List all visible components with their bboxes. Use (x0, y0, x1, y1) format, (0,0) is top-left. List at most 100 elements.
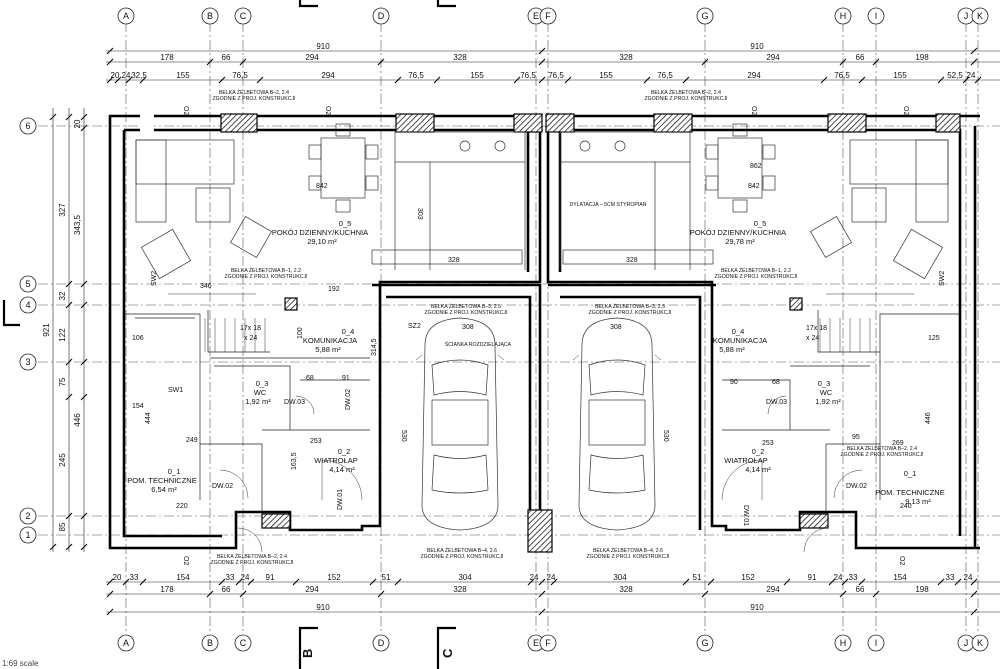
dim-308-left: 308 (462, 324, 474, 331)
dim-bot-1-13: 51 (693, 573, 702, 582)
dim-bot-total-right: 910 (750, 603, 764, 612)
room-area-comm-left: 5,88 m² (315, 345, 341, 354)
dim-bot-2-4: 328 (453, 585, 467, 594)
beam-note-mid-right-1: BELKA ŻELBETOWA B–1, 2.2 (721, 267, 791, 274)
vent-sz2: SZ2 (408, 323, 421, 330)
dim-446-right: 446 (925, 412, 932, 424)
dim-top-2-6: 294 (766, 53, 780, 62)
axis-label-a: A (123, 11, 129, 21)
left-living-furniture (135, 123, 526, 295)
dim-308-right: 308 (610, 324, 622, 331)
dim-842-right: 842 (748, 183, 760, 190)
beam-note-mid-right-2: ZGODNIE Z PROJ. KONSTRUKCJI (714, 274, 797, 280)
dim-bot-1-3: 154 (176, 573, 190, 582)
door-dw03-right: DW.03 (766, 399, 787, 406)
dim-bot-2-7: 66 (856, 585, 865, 594)
dim-106: 106 (132, 335, 144, 342)
dim-top-2-3: 294 (305, 53, 319, 62)
room-name-living-right: POKÓJ DZIENNY/KUCHNIA (690, 228, 786, 237)
dim-top-3-13: 294 (747, 71, 761, 80)
dim-top-total-left: 910 (316, 42, 330, 51)
axis-label-a-bottom: A (123, 638, 129, 648)
beam-note-tech-left-1: BELKA ŻELBETOWA B–2, 2.4 (217, 553, 287, 560)
vent-sw2-left: SW2 (151, 271, 158, 286)
dim-bot-1-6: 91 (266, 573, 275, 582)
top-dimensions: 910 910 178 66 294 328 328 294 66 198 20… (106, 42, 1000, 84)
dim-bot-1-8: 51 (382, 573, 391, 582)
dim-bot-total-left: 910 (316, 603, 330, 612)
structural-notes: BELKA ŻELBETOWA B–2, 2.4 ZGODNIE Z PROJ.… (210, 89, 923, 566)
dim-left-mid-3: 32 (58, 291, 67, 300)
axis-label-2: 2 (25, 511, 30, 521)
dim-bot-1-11: 24 (547, 573, 556, 582)
beam-note-garage-right-2: ZGODNIE Z PROJ. KONSTRUKCJI (588, 310, 671, 316)
axis-label-1: 1 (25, 530, 30, 540)
beam-note-tech-right-1: BELKA ŻELBETOWA B–2, 2.4 (847, 445, 917, 452)
bottom-axis-bubbles: A B C D E F G H I J K (117, 634, 989, 652)
dim-left-mid-1: 327 (58, 203, 67, 217)
dim-bot-1-9: 304 (458, 573, 472, 582)
dim-253-left: 253 (310, 438, 322, 445)
axis-label-4: 4 (25, 300, 30, 310)
left-stairs (204, 318, 266, 352)
axis-label-i: I (875, 11, 878, 21)
dim-100-left: 100 (297, 327, 304, 339)
dim-top-3-17: 24 (967, 71, 976, 80)
dim-163-5: 163,5 (291, 452, 298, 470)
axis-label-e: E (533, 11, 539, 21)
dim-left-mid-5: 75 (58, 377, 67, 386)
left-garage-car (415, 317, 505, 531)
dim-top-2-5: 328 (619, 53, 633, 62)
room-number-living-right: 0_5 (754, 219, 767, 228)
dim-top-2-4: 328 (453, 53, 467, 62)
dim-328-right: 328 (626, 257, 638, 264)
dim-444-left: 444 (145, 412, 152, 424)
dim-240: 240 (900, 503, 912, 510)
separating-wall-note: ŚCIANKA ROZDZIELAJĄCA (445, 340, 512, 348)
dim-bot-1-2: 33 (130, 573, 139, 582)
dim-154: 154 (132, 403, 144, 410)
room-area-tech-left: 6,54 m² (151, 485, 177, 494)
room-number-wc-right: 0_3 (818, 379, 831, 388)
axis-label-h: H (840, 11, 847, 21)
dim-303-left: 303 (416, 208, 423, 220)
window-o2-6: O2 (898, 556, 905, 565)
dim-328-left: 328 (448, 257, 460, 264)
right-living-furniture (559, 123, 949, 295)
room-name-living-left: POKÓJ DZIENNY/KUCHNIA (272, 228, 368, 237)
right-stairs (819, 318, 871, 352)
dilatation-note: DYLATACJA – 5CM STYROPIAN (569, 202, 646, 208)
dim-bot-1-16: 24 (834, 573, 843, 582)
dim-bot-1-14: 152 (741, 573, 755, 582)
dim-left-mid-2: 343,5 (73, 214, 82, 235)
door-dw01-left: DW.01 (337, 489, 344, 510)
dim-top-2-7: 66 (856, 53, 865, 62)
dim-192: 192 (328, 286, 340, 293)
room-number-tech-right: 0_1 (904, 469, 917, 478)
scale-footer: 1:69 scale (2, 659, 39, 668)
axis-label-f-bottom: F (545, 638, 551, 648)
dim-left-total: 921 (42, 323, 51, 337)
axis-label-j: J (964, 11, 969, 21)
dim-top-3-6: 294 (321, 71, 335, 80)
dim-top-3-11: 155 (599, 71, 613, 80)
axis-label-d: D (378, 11, 385, 21)
vent-sw2-right: SW2 (939, 271, 946, 286)
dim-top-total-right: 910 (750, 42, 764, 51)
room-area-tech-right: 9,13 m² (905, 497, 931, 506)
door-dw01-right: DW.01 (742, 505, 749, 526)
dim-top-3-16: 52,5 (947, 71, 963, 80)
room-area-wind-left: 4,14 m² (329, 465, 355, 474)
bottom-dimensions: 20 33 154 33 24 91 152 51 304 24 24 304 … (106, 573, 1000, 616)
dim-top-3-4: 155 (176, 71, 190, 80)
dim-68-right: 68 (772, 379, 780, 386)
right-garage-car (572, 317, 662, 531)
axis-label-3: 3 (25, 357, 30, 367)
axis-label-c: C (240, 11, 247, 21)
room-number-living-left: 0_5 (339, 219, 352, 228)
dim-left-mid-8: 85 (58, 522, 67, 531)
window-o2-1: O2 (182, 106, 189, 115)
door-dw02-left: DW.02 (345, 389, 352, 410)
section-mark-c: C (440, 648, 455, 658)
beam-note-mid-left-2: ZGODNIE Z PROJ. KONSTRUKCJI (224, 274, 307, 280)
